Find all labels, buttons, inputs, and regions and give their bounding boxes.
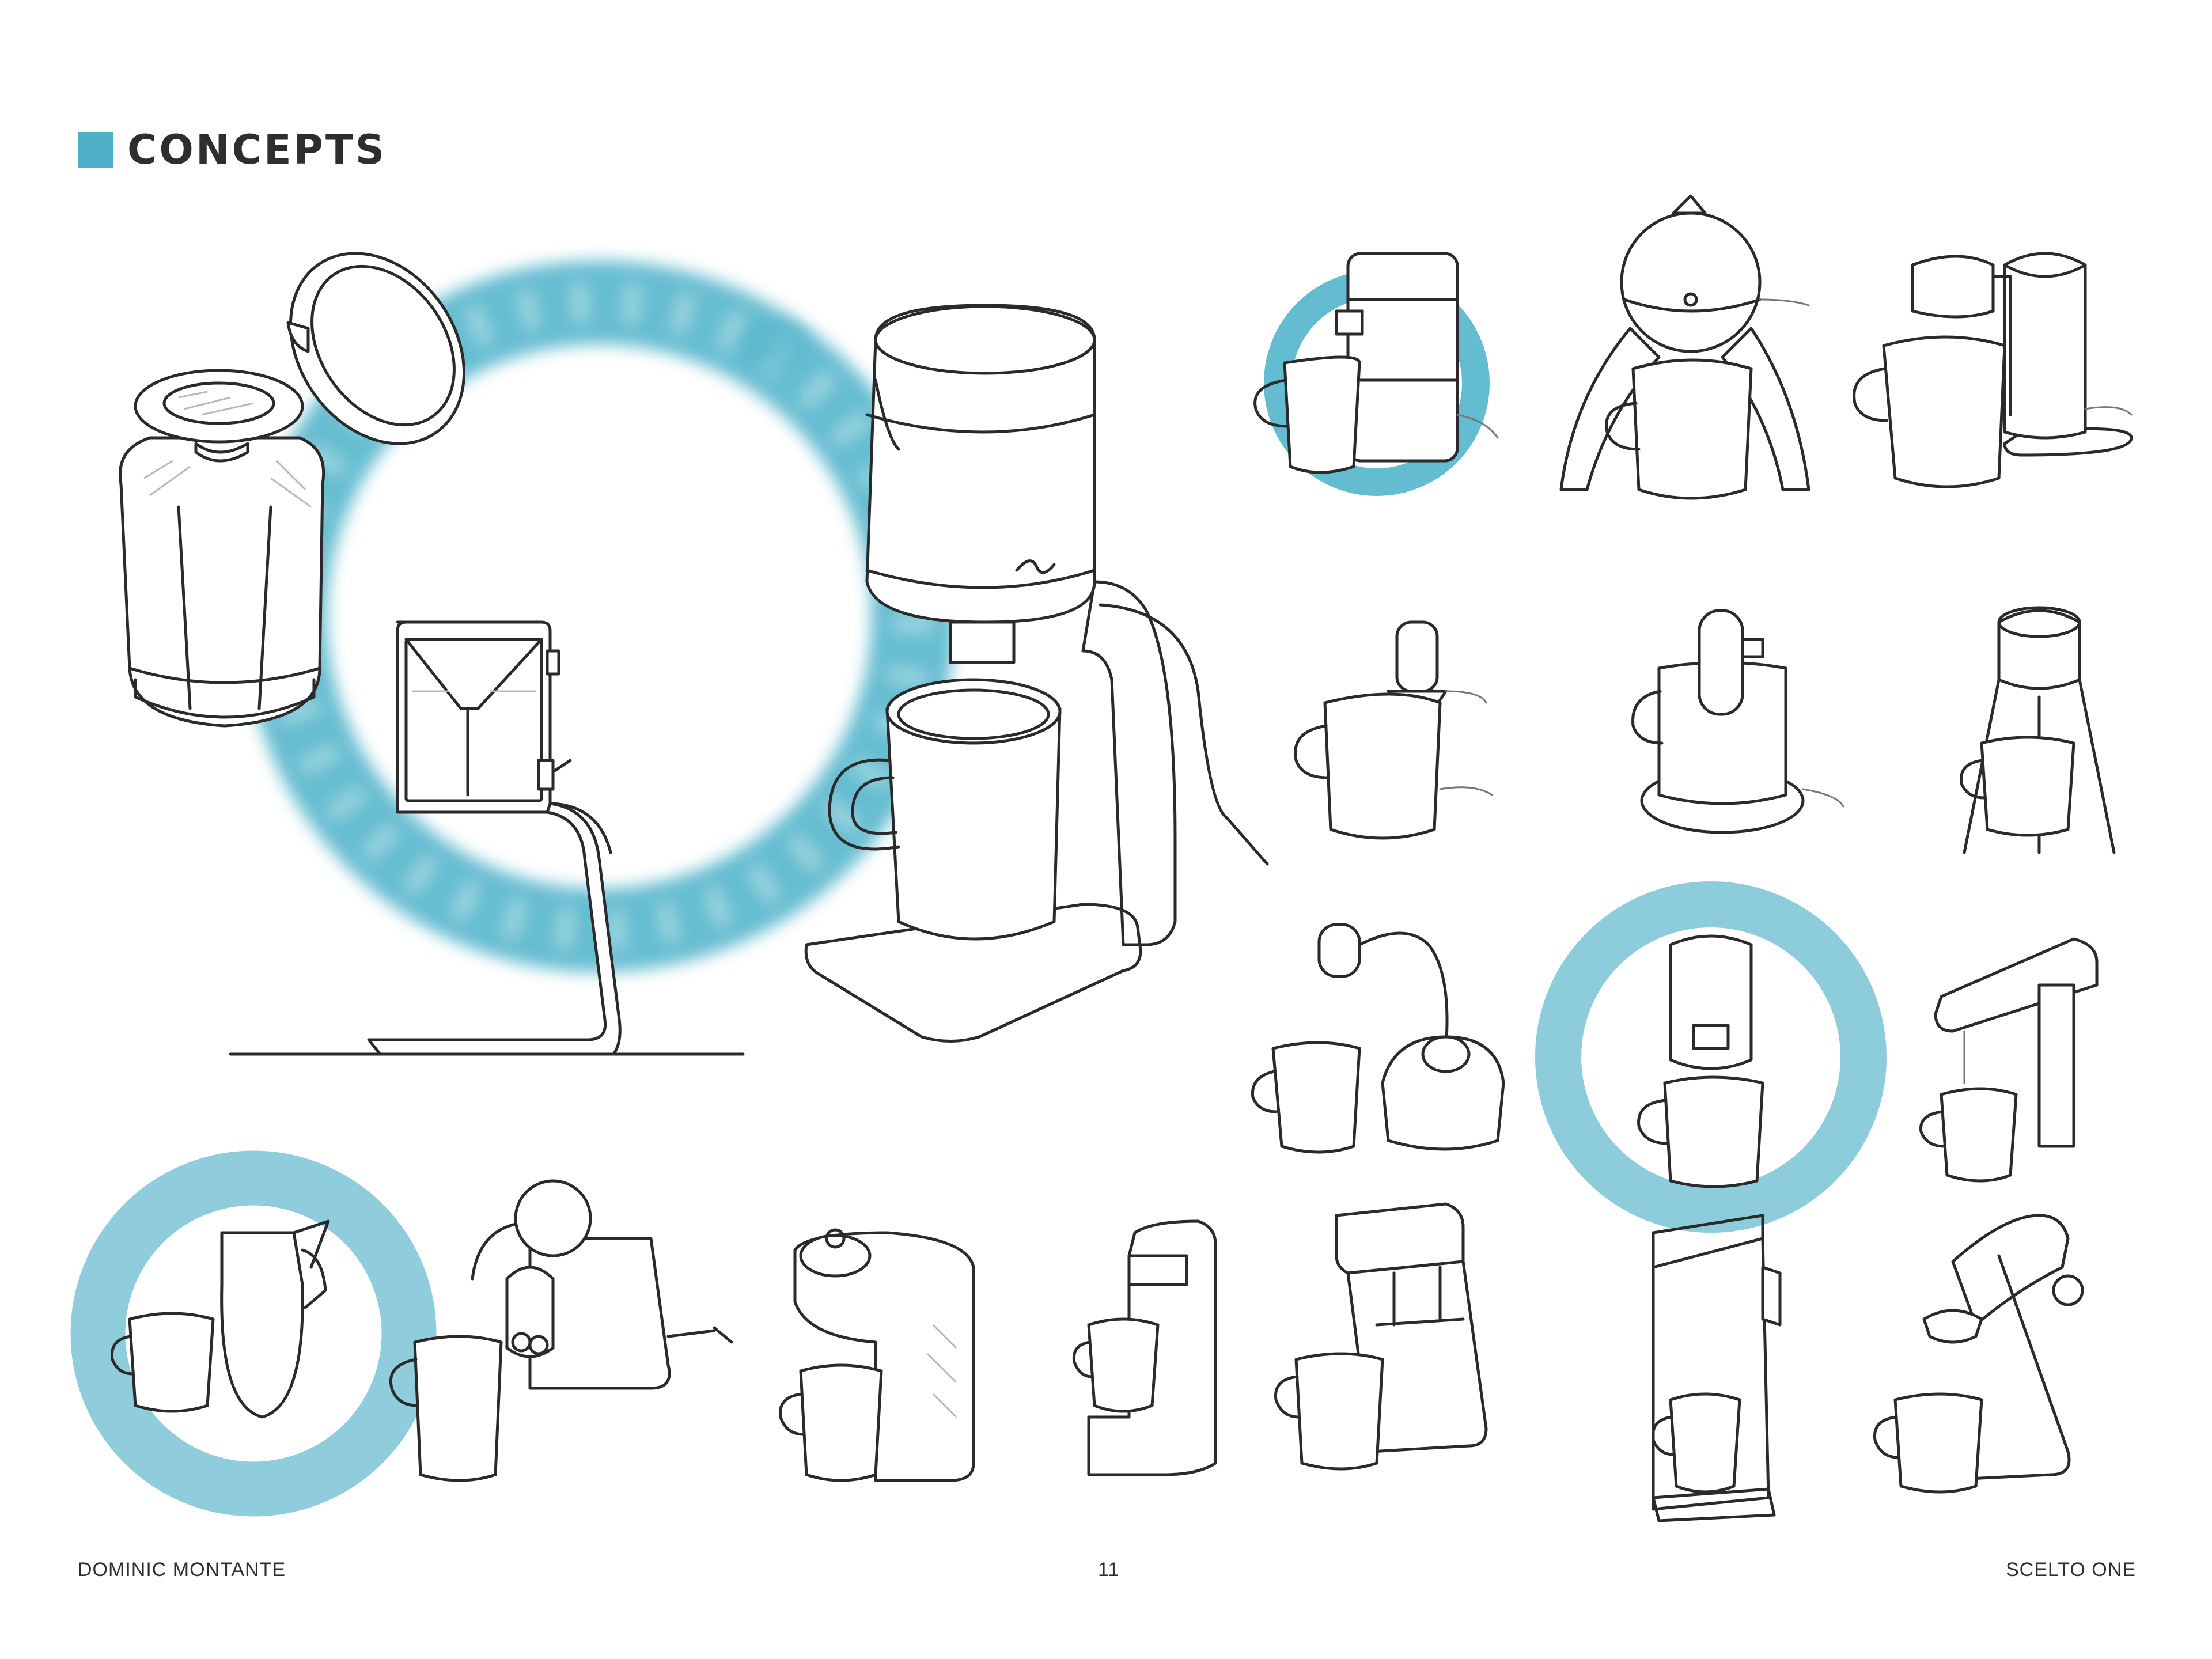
sketch-r3-c2 [1535, 881, 1887, 1233]
sketch-b7-tilted [1873, 1214, 2084, 1494]
sketch-r2-c1 [1294, 620, 1493, 840]
sketch-b4-compact [1072, 1219, 1217, 1476]
page-header: CONCEPTS [78, 130, 387, 170]
sketch-r3-c1 [1251, 923, 1505, 1154]
sketch-b3-podmaker [778, 1228, 975, 1482]
sketch-b5-dispenser [1274, 1202, 1488, 1471]
footer-author: DOMINIC MONTANTE [78, 1559, 286, 1581]
sketch-r1-c3 [1853, 252, 2133, 488]
footer-page-number: 11 [1098, 1559, 1120, 1581]
sketch-b2-siphon [389, 1179, 733, 1482]
sketch-r1-c2 [1559, 194, 1810, 500]
sketch-b1-kettle [70, 1150, 437, 1517]
accent-square [78, 132, 113, 168]
hero-sketch-stand [229, 620, 745, 1056]
footer-project: SCELTO ONE [2005, 1559, 2136, 1581]
hero-sketch-jar [119, 252, 466, 728]
sketch-b6-grinder [1651, 1214, 1782, 1522]
hero-sketch-brewer [804, 304, 1269, 1043]
sketch-r2-c2 [1631, 609, 1844, 834]
page-title: CONCEPTS [127, 126, 387, 173]
sketch-r3-c3 [1919, 937, 2099, 1183]
sketch-r1-c1 [1253, 252, 1499, 496]
sketch-r2-c3 [1959, 606, 2116, 854]
